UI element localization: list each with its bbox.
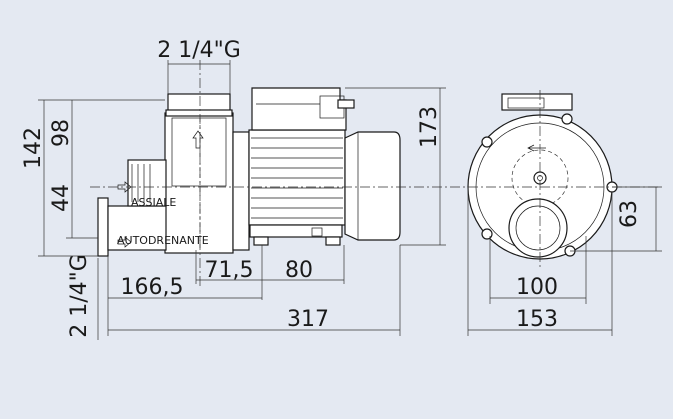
terminal-box (251, 87, 347, 131)
pump-head-body (164, 112, 234, 254)
side-port-nozzle (127, 159, 167, 207)
dim-base-length-1: 166,5 (121, 275, 184, 300)
center-lines (90, 60, 660, 286)
flow-arrow-right-lower-icon (117, 236, 132, 248)
dim-front-height: 63 (617, 200, 642, 228)
dimension-values: 2 1/4"G 142 98 44 2 1/4"G 173 166,5 71,5… (21, 38, 642, 338)
front-top-port-inner (507, 97, 545, 109)
pump-head-inner (171, 117, 227, 187)
cable-gland (337, 99, 355, 109)
rotation-arrow-icon (527, 144, 546, 152)
motor-fan-cover (344, 131, 401, 241)
dim-top-port: 2 1/4"G (157, 38, 241, 63)
top-port-collar (165, 109, 233, 117)
motor-cooling-fins (251, 137, 343, 219)
side-port-flange (97, 197, 109, 257)
axial-label: ASSIALE (131, 196, 176, 209)
dimension-lines (38, 60, 662, 340)
bolt-top-left (481, 136, 493, 148)
motor-base (249, 224, 343, 238)
dim-front-width-inner: 100 (516, 275, 558, 300)
dim-upper-height: 98 (49, 119, 74, 147)
base-foot-right (325, 236, 341, 246)
flow-arrow-right-icon (117, 181, 132, 193)
pump-side-view: ASSIALE AUTODRENANTE (97, 87, 401, 257)
front-top-port (501, 93, 573, 111)
bolt-top-right (561, 113, 573, 125)
dim-lower-height: 44 (49, 184, 74, 212)
pump-front-view (467, 93, 618, 260)
front-outlet-outer (508, 198, 568, 258)
front-outlet-inner (515, 205, 561, 251)
dim-base-length-2: 71,5 (205, 258, 254, 283)
dim-base-length-3: 80 (285, 258, 313, 283)
earth-terminal (311, 227, 323, 237)
self-draining-label: AUTODRENANTE (117, 234, 209, 247)
dim-overall-height-right: 173 (417, 106, 442, 148)
motor-body (248, 129, 346, 226)
dim-overall-height-left: 142 (21, 127, 46, 169)
dim-overall-length: 317 (287, 307, 329, 332)
pump-motor-flange (232, 131, 250, 251)
bolt-bottom-left (481, 228, 493, 240)
dim-front-width-outer: 153 (516, 307, 558, 332)
dim-side-port: 2 1/4"G (67, 254, 92, 338)
base-foot-left (253, 236, 269, 246)
